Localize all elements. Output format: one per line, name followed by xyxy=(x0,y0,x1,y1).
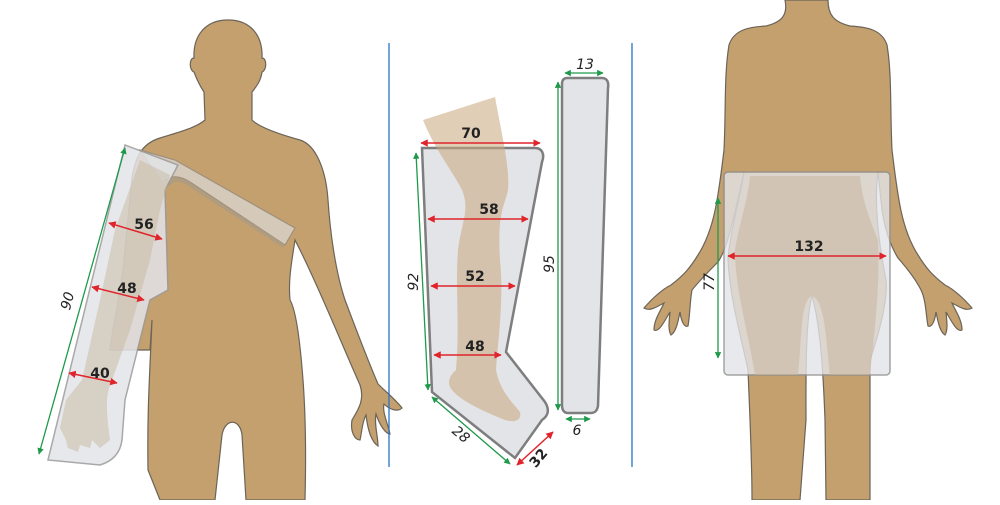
boot-circ-thigh: 58 xyxy=(479,202,498,218)
leg-extension-shape xyxy=(560,76,610,415)
garment-height-label: 77 xyxy=(702,273,718,291)
extension-top-width: 13 xyxy=(576,57,594,73)
figure-leg-boot: 70 58 52 48 92 28 32 xyxy=(406,97,554,471)
boot-height-label: 92 xyxy=(406,273,423,291)
sleeve-circ-upper: 56 xyxy=(134,217,153,233)
shorts-inside-garment xyxy=(735,176,879,375)
garment-width-label: 132 xyxy=(794,239,823,255)
boot-foot-length: 28 xyxy=(449,423,473,447)
sleeve-circ-mid: 48 xyxy=(117,281,136,297)
boot-circ-ankle: 48 xyxy=(465,339,484,355)
boot-top-width: 70 xyxy=(461,126,481,142)
figure-arm-sleeve: 90 56 48 40 xyxy=(37,19,403,501)
sleeve-length-label: 90 xyxy=(58,290,78,311)
extension-bottom-width: 6 xyxy=(573,423,582,439)
boot-foot-width: 32 xyxy=(527,446,552,471)
figure-leg-extension: 13 95 6 xyxy=(542,57,610,439)
leg-inside-boot xyxy=(423,97,521,422)
extension-height-label: 95 xyxy=(542,255,558,273)
figure-waist-garment: 132 77 xyxy=(643,0,973,501)
boot-circ-calf: 52 xyxy=(465,269,484,285)
sleeve-circ-wrist: 40 xyxy=(90,366,110,382)
